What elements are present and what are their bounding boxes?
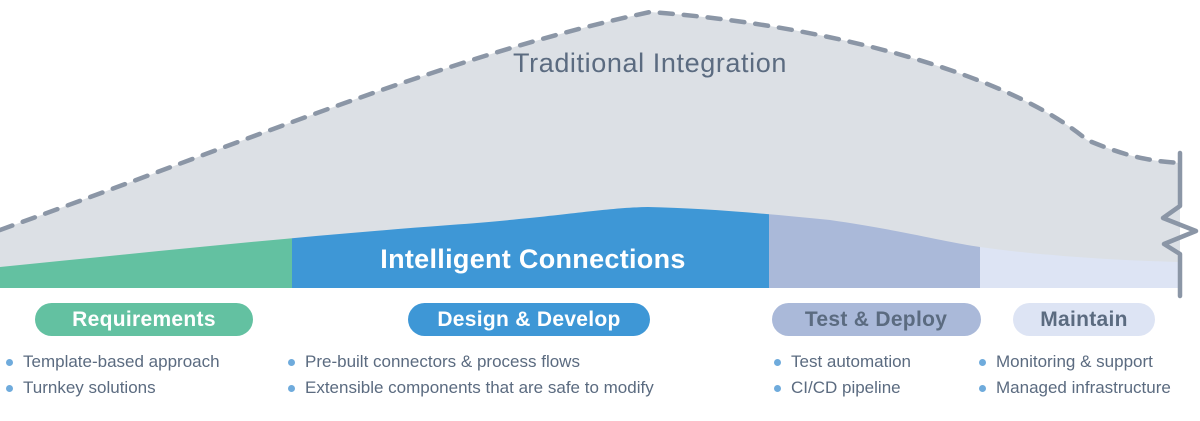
list-item: CI/CD pipeline	[774, 375, 911, 401]
traditional-integration-label: Traditional Integration	[513, 48, 787, 78]
design-develop-bullet-list: Pre-built connectors & process flows Ext…	[288, 349, 654, 401]
bullet-text: Managed infrastructure	[996, 378, 1171, 397]
bullet-text: Pre-built connectors & process flows	[305, 352, 580, 371]
bullet-dot-icon	[288, 384, 295, 392]
design-develop-pill-label: Design & Develop	[437, 308, 620, 331]
list-item: Pre-built connectors & process flows	[288, 349, 654, 375]
bullet-dot-icon	[774, 358, 781, 366]
intelligent-connections-label: Intelligent Connections	[380, 244, 685, 274]
bullet-dot-icon	[979, 384, 986, 392]
maintain-pill	[1013, 303, 1155, 336]
traditional-hill-dashed-outline	[0, 9, 1183, 233]
list-item: Extensible components that are safe to m…	[288, 375, 654, 401]
bullet-text: Extensible components that are safe to m…	[305, 378, 654, 397]
bullet-text: Test automation	[791, 352, 912, 371]
bullet-dot-icon	[288, 358, 295, 366]
test-deploy-bullet-list: Test automation CI/CD pipeline	[774, 349, 911, 401]
maintain-pill-label: Maintain	[1040, 308, 1128, 331]
bullet-dot-icon	[6, 358, 13, 366]
bullet-text: CI/CD pipeline	[791, 378, 901, 397]
test-deploy-pill	[772, 303, 981, 336]
bullet-dot-icon	[774, 384, 781, 392]
design-develop-pill	[408, 303, 650, 336]
list-item: Managed infrastructure	[979, 375, 1171, 401]
requirements-bullet-list: Template-based approach Turnkey solution…	[6, 349, 220, 401]
maintain-bullet-list: Monitoring & support Managed infrastruct…	[979, 349, 1171, 401]
test-deploy-pill-label: Test & Deploy	[805, 308, 947, 331]
bullet-dot-icon	[979, 358, 986, 366]
list-item: Turnkey solutions	[6, 375, 220, 401]
traditional-hill-fill	[0, 12, 1180, 288]
bullet-text: Template-based approach	[23, 352, 220, 371]
list-item: Template-based approach	[6, 349, 220, 375]
requirements-pill	[35, 303, 253, 336]
requirements-pill-label: Requirements	[72, 308, 216, 331]
list-item: Monitoring & support	[979, 349, 1171, 375]
axis-break-icon	[1160, 150, 1199, 299]
bullet-text: Monitoring & support	[996, 352, 1153, 371]
bullet-text: Turnkey solutions	[23, 378, 156, 397]
list-item: Test automation	[774, 349, 911, 375]
bullet-dot-icon	[6, 384, 13, 392]
phase-pill-row: Requirements Design & Develop Test & Dep…	[35, 303, 1155, 336]
